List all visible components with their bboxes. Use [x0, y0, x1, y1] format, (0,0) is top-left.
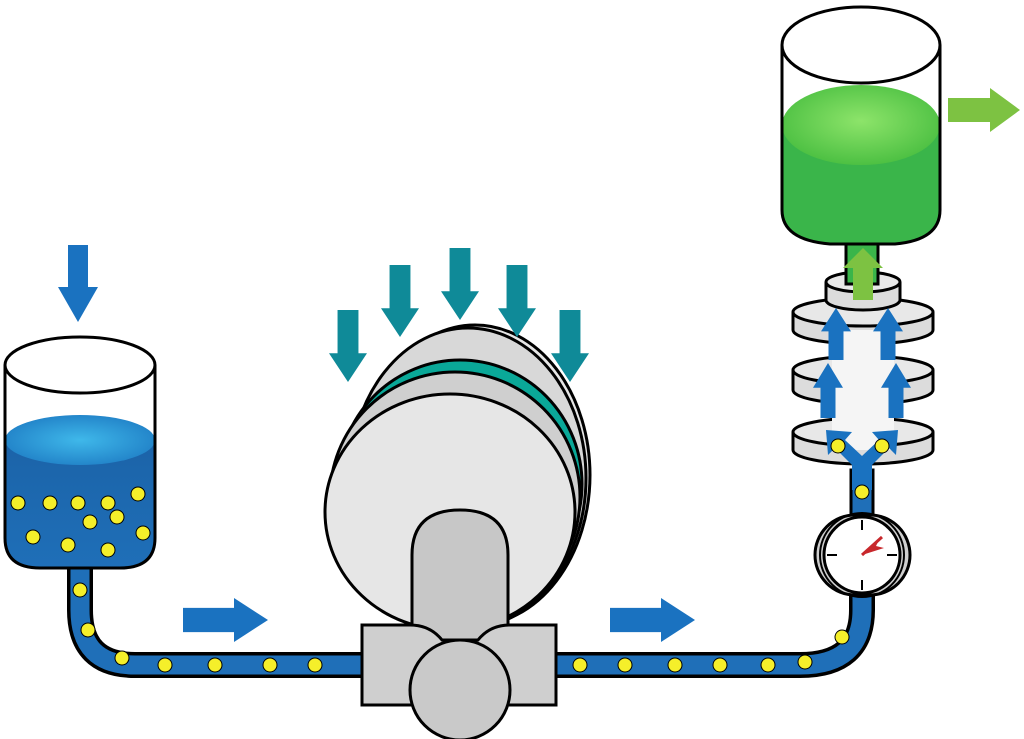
particle	[100, 542, 116, 558]
arrow-up-icon	[843, 248, 883, 300]
feed-particles	[10, 486, 151, 558]
particle	[72, 582, 88, 598]
arrow-right-icon	[610, 598, 695, 642]
particle	[830, 438, 846, 454]
pipe-particles	[72, 582, 850, 673]
feed-tank-rim	[3, 335, 157, 395]
drum-arch	[410, 508, 510, 642]
arrow-down-icon	[58, 245, 98, 322]
particle	[25, 529, 41, 545]
particle	[797, 654, 813, 670]
particle	[262, 657, 278, 673]
machine-input-arrows	[329, 248, 589, 382]
gauge-ticks	[827, 520, 897, 590]
particle	[109, 509, 125, 525]
particle	[712, 657, 728, 673]
particle	[70, 495, 86, 511]
arrow-right-icon	[183, 598, 268, 642]
feed-tank-wall	[3, 365, 157, 570]
feed-liquid-surface	[5, 415, 155, 465]
particle	[82, 514, 98, 530]
particle	[135, 525, 151, 541]
arrow-up-icon	[881, 363, 911, 418]
arrow-up-icon	[813, 363, 843, 418]
flow-arrows	[183, 598, 695, 642]
particle	[157, 657, 173, 673]
product-tank	[780, 5, 942, 286]
particle	[100, 495, 116, 511]
particle	[307, 657, 323, 673]
particle	[667, 657, 683, 673]
arrow-down-icon	[551, 310, 589, 382]
arrow-down-icon	[381, 265, 419, 337]
arrow-down-icon	[329, 310, 367, 382]
disc-separator-stack	[791, 270, 935, 466]
arrow-right-icon	[948, 88, 1020, 132]
particle	[60, 537, 76, 553]
particle	[10, 495, 26, 511]
gauge-needle-shaft	[860, 535, 884, 557]
gauge-bezel	[819, 512, 905, 598]
particle	[80, 622, 96, 638]
particle	[874, 438, 890, 454]
rotary-filter-machine	[323, 323, 592, 739]
particle	[42, 495, 58, 511]
particle	[760, 657, 776, 673]
arrow-up-icon	[821, 308, 851, 360]
particle	[617, 657, 633, 673]
particle	[207, 657, 223, 673]
particle	[130, 486, 146, 502]
arrow-down-icon	[441, 248, 479, 320]
product-tank-rim	[780, 5, 942, 85]
product-liquid-surface	[782, 85, 940, 165]
arrow-up-icon	[873, 308, 903, 360]
particle	[114, 650, 130, 666]
particle	[854, 484, 870, 500]
particle	[572, 657, 588, 673]
particle	[834, 629, 850, 645]
separator-particles	[830, 438, 890, 500]
arrow-down-icon	[498, 265, 536, 337]
pump-housing	[408, 638, 512, 739]
pressure-gauge-icon	[813, 512, 912, 598]
